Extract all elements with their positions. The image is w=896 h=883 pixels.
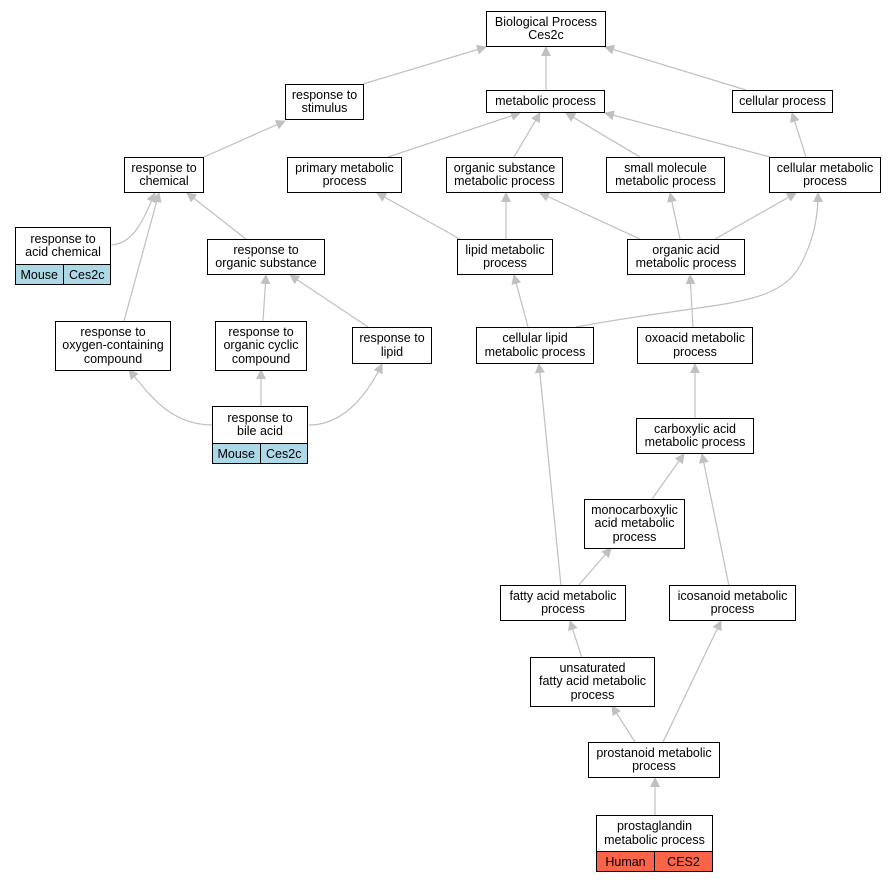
edge-resp-org-sub-to-resp-chem	[186, 192, 247, 240]
edge-cell-lipid-to-cell-metab	[575, 192, 823, 328]
node-organic-substance-metabolic-process[interactable]: organic substance metabolic process	[446, 157, 563, 193]
edge-resp-stim-to-bp	[362, 44, 487, 85]
edge-bile-to-resp-lipid	[308, 363, 383, 426]
node-unsaturated-fatty-acid-metabolic-process[interactable]: unsaturated fatty acid metabolic process	[530, 657, 655, 707]
edge-prostanoid-to-unsat	[611, 705, 636, 743]
node-response-to-bile-acid[interactable]: response to bile acid Mouse Ces2c	[212, 406, 308, 464]
node-primary-metabolic-process[interactable]: primary metabolic process	[287, 157, 402, 193]
edge-unsat-to-fatty	[568, 620, 583, 659]
node-icosanoid-metabolic-process[interactable]: icosanoid metabolic process	[669, 585, 796, 621]
node-cellular-process[interactable]: cellular process	[732, 90, 833, 113]
node-fatty-acid-metabolic-process[interactable]: fatty acid metabolic process	[500, 585, 626, 621]
edge-resp-oxy-to-resp-chem	[123, 192, 162, 322]
annotation-row: Mouse Ces2c	[213, 443, 307, 463]
node-response-to-acid-chemical[interactable]: response to acid chemical Mouse Ces2c	[15, 227, 111, 285]
node-response-to-organic-cyclic-compound[interactable]: response to organic cyclic compound	[215, 321, 307, 371]
node-prostanoid-metabolic-process[interactable]: prostanoid metabolic process	[588, 742, 720, 778]
node-response-to-lipid[interactable]: response to lipid	[352, 327, 432, 364]
edge-cell-lipid-to-lipid	[511, 274, 529, 328]
edge-oxoacid-to-org-acid	[685, 274, 696, 328]
annotation-row: Mouse Ces2c	[16, 264, 110, 284]
node-cellular-metabolic-process[interactable]: cellular metabolic process	[769, 157, 881, 193]
node-small-molecule-metabolic-process[interactable]: small molecule metabolic process	[606, 157, 725, 193]
node-response-to-stimulus[interactable]: response to stimulus	[285, 84, 364, 120]
species-tag: Mouse	[16, 265, 63, 284]
node-metabolic-process[interactable]: metabolic process	[486, 90, 605, 113]
node-lipid-metabolic-process[interactable]: lipid metabolic process	[457, 239, 553, 275]
node-response-to-chemical[interactable]: response to chemical	[124, 157, 204, 193]
edge-org-acid-to-small-mol	[667, 192, 681, 240]
node-response-to-organic-substance[interactable]: response to organic substance	[207, 239, 325, 275]
edge-resp-cyclic-to-resp-org-sub	[260, 274, 271, 322]
edge-icosanoid-to-carboxylic	[698, 453, 730, 587]
node-response-to-oxygen-containing-compound[interactable]: response to oxygen-containing compound	[55, 321, 171, 371]
species-tag: Human	[597, 852, 654, 871]
edge-org-acid-to-cell-metab	[714, 192, 797, 240]
edge-org-sub-to-metab	[513, 112, 541, 158]
annotation-row: Human CES2	[597, 851, 712, 871]
node-monocarboxylic-acid-metabolic-process[interactable]: monocarboxylic acid metabolic process	[584, 499, 685, 549]
edge-cell-metab-to-metab	[604, 110, 771, 158]
edge-resp-lipid-to-resp-org-sub	[289, 274, 369, 328]
edge-fatty-to-monocarb	[577, 547, 612, 587]
edge-cell-metab-to-cellular	[789, 112, 807, 158]
node-biological-process-root[interactable]: Biological Process Ces2c	[486, 11, 606, 47]
edge-bile-to-resp-oxy	[128, 369, 214, 426]
node-organic-acid-metabolic-process[interactable]: organic acid metabolic process	[627, 239, 745, 275]
node-cellular-lipid-metabolic-process[interactable]: cellular lipid metabolic process	[476, 327, 594, 364]
edge-fatty-to-cell-lipid	[534, 363, 562, 587]
gene-tag: Ces2c	[62, 265, 110, 284]
edge-primary-to-metab	[387, 111, 521, 158]
edge-lipid-to-primary	[376, 192, 461, 240]
species-tag: Mouse	[213, 444, 260, 463]
edge-prostanoid-to-icosanoid	[662, 620, 722, 743]
gene-tag: CES2	[654, 852, 712, 871]
edge-cellular-to-bp	[604, 44, 747, 91]
gene-tag: Ces2c	[259, 444, 307, 463]
node-oxoacid-metabolic-process[interactable]: oxoacid metabolic process	[637, 327, 753, 364]
edge-org-acid-to-org-sub	[539, 192, 641, 240]
edge-resp-acid-to-resp-chem	[109, 192, 156, 246]
edge-small-mol-to-metab	[565, 112, 641, 158]
edge-resp-chem-to-resp-stim	[203, 120, 286, 158]
node-prostaglandin-metabolic-process[interactable]: prostaglandin metabolic process Human CE…	[596, 815, 713, 872]
edge-monocarb-to-carboxylic	[651, 453, 685, 500]
node-carboxylic-acid-metabolic-process[interactable]: carboxylic acid metabolic process	[636, 418, 754, 454]
